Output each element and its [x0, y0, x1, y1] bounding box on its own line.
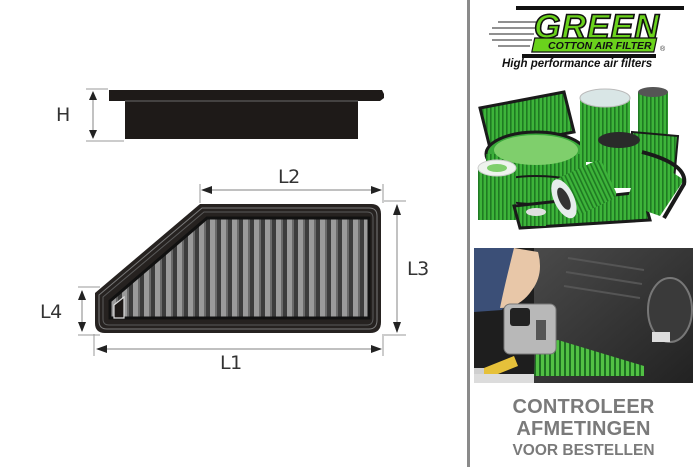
label-l2: L2	[278, 166, 300, 188]
filter-top-view	[95, 204, 381, 333]
label-h: H	[56, 104, 70, 126]
cta-line-3: VOOR BESTELLEN	[512, 442, 655, 459]
label-l3: L3	[407, 258, 429, 280]
filter-dimension-diagram	[78, 88, 406, 356]
green-cotton-air-filter-logo: GREEN COTTON AIR FILTER ®	[489, 6, 684, 58]
vertical-divider	[467, 0, 470, 467]
cta-line-2: AFMETINGEN	[516, 418, 651, 440]
filter-side-view	[109, 90, 384, 139]
label-l1: L1	[220, 352, 242, 374]
dimension-l2	[199, 184, 384, 203]
logo-tagline: High performance air filters	[502, 58, 653, 70]
product-assortment-photo	[474, 84, 693, 230]
dimension-l4	[78, 286, 100, 336]
cta-line-1: CONTROLEER	[512, 396, 655, 418]
dimension-l3	[384, 200, 406, 336]
measure-filter-photo	[474, 248, 693, 383]
label-l4: L4	[40, 301, 62, 323]
dimension-l1	[93, 334, 384, 356]
dimension-h	[86, 88, 124, 142]
svg-text:®: ®	[660, 45, 666, 53]
svg-text:COTTON AIR FILTER: COTTON AIR FILTER	[548, 40, 652, 52]
